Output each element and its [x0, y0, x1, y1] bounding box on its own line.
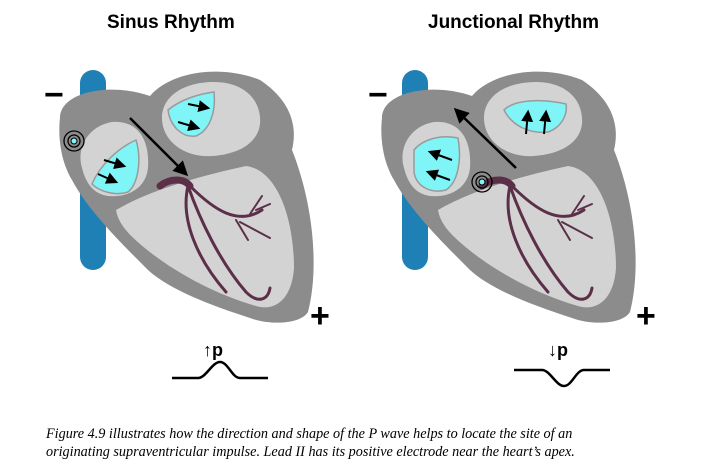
negative-electrode: − [368, 76, 388, 114]
figure-caption: Figure 4.9 illustrates how the direction… [46, 425, 686, 461]
negative-electrode: − [44, 76, 64, 114]
atrial-arrow [521, 109, 534, 135]
inverted-p-wave-label: ↓p [548, 340, 568, 360]
atrial-arrow [427, 149, 453, 161]
atrial-arrow [187, 100, 211, 113]
atrial-arrow [103, 157, 127, 169]
atrial-arrow [97, 172, 119, 184]
ventricles-chamber [438, 166, 616, 308]
sa-node-pacemaker [63, 130, 85, 152]
impulse-direction-arrow [453, 107, 517, 169]
av-junction-pacemaker [471, 171, 493, 193]
caption-line-1: Figure 4.9 illustrates how the direction… [46, 426, 573, 442]
positive-electrode: + [310, 297, 330, 335]
positive-electrode: + [636, 297, 656, 335]
inverted-p-wave [514, 368, 610, 388]
atrial-arrow [539, 109, 552, 135]
left-atrium-depolarization [503, 99, 568, 134]
sinus-rhythm-title: Sinus Rhythm [107, 12, 235, 33]
ventricles-chamber [116, 166, 294, 308]
upright-p-wave [172, 360, 268, 380]
impulse-direction-arrow [129, 117, 189, 177]
atrial-arrow [425, 169, 451, 181]
atrial-arrow [177, 119, 201, 131]
conduction-system [156, 176, 272, 301]
caption-line-2: originating supraventricular impulse. Le… [46, 444, 575, 460]
upright-p-wave-label: ↑p [203, 340, 223, 360]
junctional-rhythm-title: Junctional Rhythm [428, 12, 600, 33]
right-atrium-depolarization [413, 136, 461, 192]
